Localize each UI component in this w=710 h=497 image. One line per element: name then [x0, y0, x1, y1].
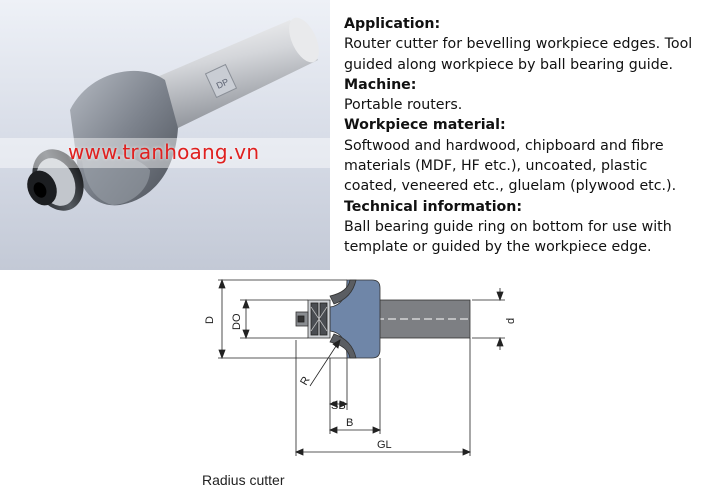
- material-heading: Workpiece material:: [344, 117, 506, 134]
- machine-text: Portable routers.: [344, 97, 463, 114]
- application-text: Router cutter for bevelling workpiece ed…: [344, 36, 693, 73]
- product-description: Application: Router cutter for bevelling…: [344, 14, 704, 258]
- product-photo: DP www.tranhoang.vn: [0, 0, 330, 270]
- router-cutter-image: DP: [27, 17, 319, 211]
- machine-heading: Machine:: [344, 76, 417, 93]
- material-text: Softwood and hardwood, chipboard and fib…: [344, 137, 677, 195]
- drawing-caption: Radius cutter: [202, 472, 285, 488]
- application-heading: Application:: [344, 16, 441, 32]
- label-sb: SB: [331, 400, 346, 412]
- cutter-body: [329, 279, 381, 359]
- watermark: www.tranhoang.vn: [68, 140, 260, 164]
- label-gl: GL: [377, 439, 392, 451]
- shank-logo: DP: [215, 76, 231, 90]
- label-do: DO: [231, 313, 243, 330]
- label-d-shank: d: [505, 318, 517, 324]
- label-d-outer: D: [204, 316, 216, 324]
- label-b: B: [346, 417, 353, 429]
- technical-heading: Technical information:: [344, 198, 523, 215]
- watermark-band: [0, 138, 330, 168]
- technical-text: Ball bearing guide ring on bottom for us…: [344, 218, 672, 256]
